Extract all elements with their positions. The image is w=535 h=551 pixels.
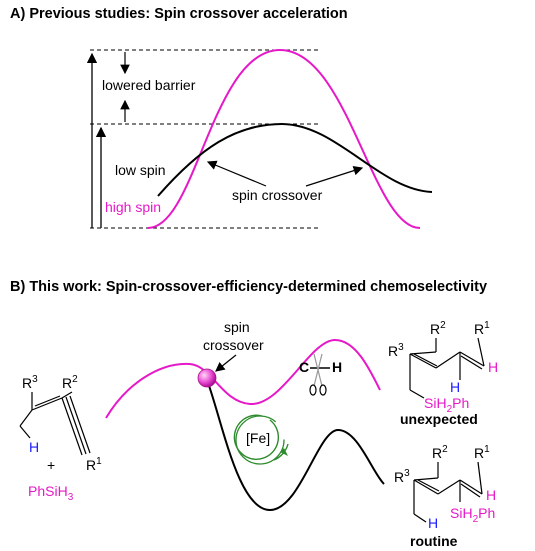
low-spin-curve	[157, 122, 433, 197]
panel-a-title: A) Previous studies: Spin crossover acce…	[10, 6, 348, 22]
svg-text:R3: R3	[388, 342, 404, 359]
iron-catalyst-label: [Fe]	[246, 430, 270, 446]
panel-b-title: B) This work: Spin-crossover-efficiency-…	[10, 279, 487, 295]
high-spin-pathway-curve	[105, 338, 381, 419]
svg-text:SiH2Ph: SiH2Ph	[424, 395, 469, 415]
spin-crossover-ball	[197, 368, 217, 388]
reactant-h: H	[29, 439, 39, 455]
bond-hydrogen: H	[332, 359, 342, 375]
spin-crossover-pointer	[215, 354, 237, 372]
svg-text:R1: R1	[474, 444, 490, 461]
unexpected-label: unexpected	[400, 411, 478, 427]
plus-sign: +	[47, 457, 55, 473]
bond-carbon: C	[299, 359, 309, 375]
svg-text:R2: R2	[62, 374, 78, 391]
low-spin-pathway-curve	[206, 379, 385, 512]
svg-text:R2: R2	[432, 444, 448, 461]
high-spin-label: high spin	[105, 199, 161, 215]
routine-label: routine	[410, 533, 458, 549]
product-unexpected: R2 R1 R3 H H SiH2Ph unexpected	[388, 320, 498, 427]
svg-text:SiH2Ph: SiH2Ph	[450, 505, 495, 525]
svg-text:H: H	[486, 487, 496, 503]
low-spin-label: low spin	[115, 162, 166, 178]
crossover-arrow-right	[305, 166, 364, 187]
scissors-icon	[309, 353, 327, 396]
svg-text:H: H	[428, 515, 438, 531]
reactant-enyne: R3 R2 H R1 + PhSiH3	[19, 374, 102, 503]
cycle-arrowhead	[280, 448, 288, 456]
phenylsilane: PhSiH3	[28, 483, 74, 503]
crossover-arrow-left	[206, 160, 267, 187]
lowered-barrier-label: lowered barrier	[102, 77, 196, 93]
spin-label-line2: crossover	[203, 337, 264, 353]
catalytic-cycle-ring	[235, 415, 285, 465]
high-spin-curve	[147, 48, 421, 229]
spin-label-line1: spin	[224, 319, 250, 335]
svg-text:R1: R1	[474, 320, 490, 337]
spin-crossover-label-a: spin crossover	[232, 187, 323, 203]
svg-text:H: H	[488, 359, 498, 375]
svg-text:R3: R3	[22, 374, 38, 391]
svg-text:R3: R3	[394, 468, 410, 485]
svg-text:R1: R1	[86, 456, 102, 473]
product-routine: R2 R1 R3 H SiH2Ph H routine	[394, 444, 496, 549]
svg-text:R2: R2	[430, 320, 446, 337]
svg-text:H: H	[450, 379, 460, 395]
